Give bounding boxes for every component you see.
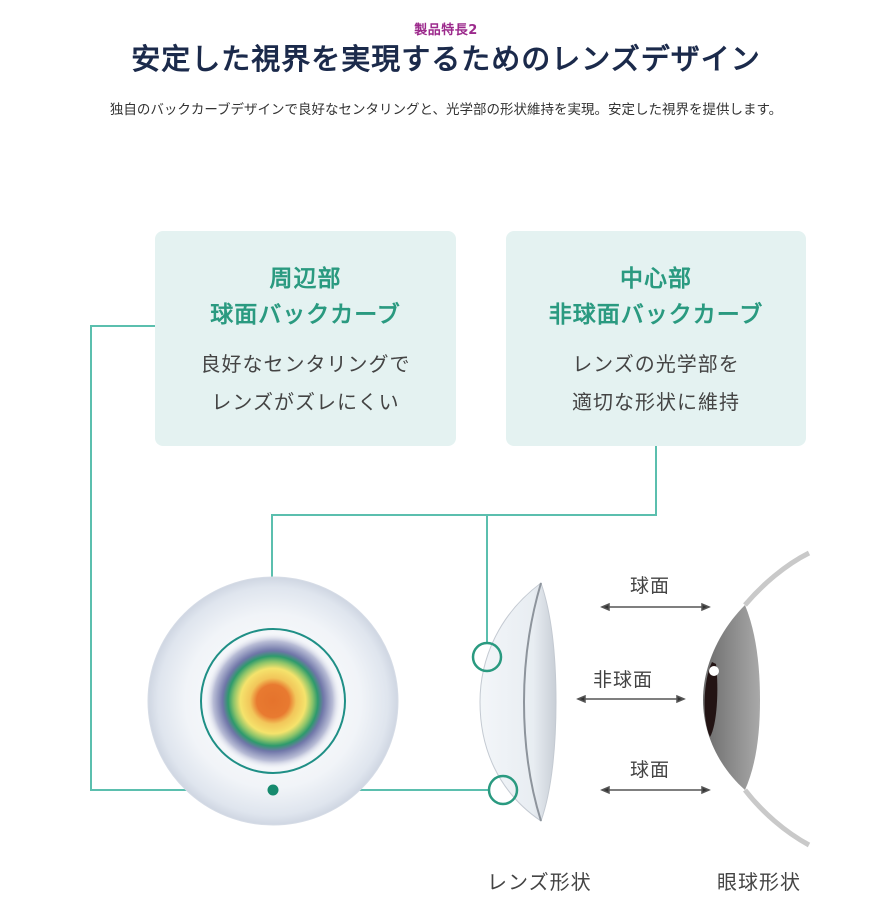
curve-arrows bbox=[576, 602, 711, 795]
label-aspheric: 非球面 bbox=[593, 669, 654, 691]
card-body-line1: 良好なセンタリングで bbox=[200, 352, 411, 376]
pupil-highlight bbox=[709, 666, 719, 676]
marker-spheric bbox=[487, 774, 519, 806]
lens-front-view bbox=[147, 576, 399, 826]
lens-side-view bbox=[471, 582, 557, 822]
pupil bbox=[704, 662, 718, 737]
card-heading-line2: 非球面バックカーブ bbox=[548, 302, 764, 328]
card-body-line2: 適切な形状に維持 bbox=[572, 390, 740, 414]
marker-aspheric bbox=[471, 641, 503, 673]
caption-lens-shape: レンズ形状 bbox=[487, 870, 592, 894]
eye-shape bbox=[703, 550, 811, 848]
caption-eye-shape: 眼球形状 bbox=[717, 870, 801, 894]
card-peripheral-spheric: 周辺部 球面バックカーブ 良好なセンタリングで レンズがズレにくい bbox=[155, 231, 456, 446]
label-spheric-top: 球面 bbox=[630, 575, 671, 597]
card-heading-line1: 周辺部 bbox=[269, 266, 342, 292]
card-heading-line1: 中心部 bbox=[620, 266, 692, 292]
card-body-line2: レンズがズレにくい bbox=[211, 390, 400, 414]
card-heading-line2: 球面バックカーブ bbox=[210, 302, 401, 328]
card-center-aspheric: 中心部 非球面バックカーブ レンズの光学部を 適切な形状に維持 bbox=[506, 231, 806, 446]
center-dot bbox=[267, 784, 279, 796]
feature-eyebrow: 製品特長2 bbox=[414, 23, 478, 38]
page-title: 安定した視界を実現するためのレンズデザイン bbox=[131, 42, 761, 76]
label-spheric-bottom: 球面 bbox=[630, 759, 671, 781]
lead-text: 独自のバックカーブデザインで良好なセンタリングと、光学部の形状維持を実現。安定し… bbox=[109, 102, 783, 118]
card-body-line1: レンズの光学部を bbox=[572, 352, 740, 376]
